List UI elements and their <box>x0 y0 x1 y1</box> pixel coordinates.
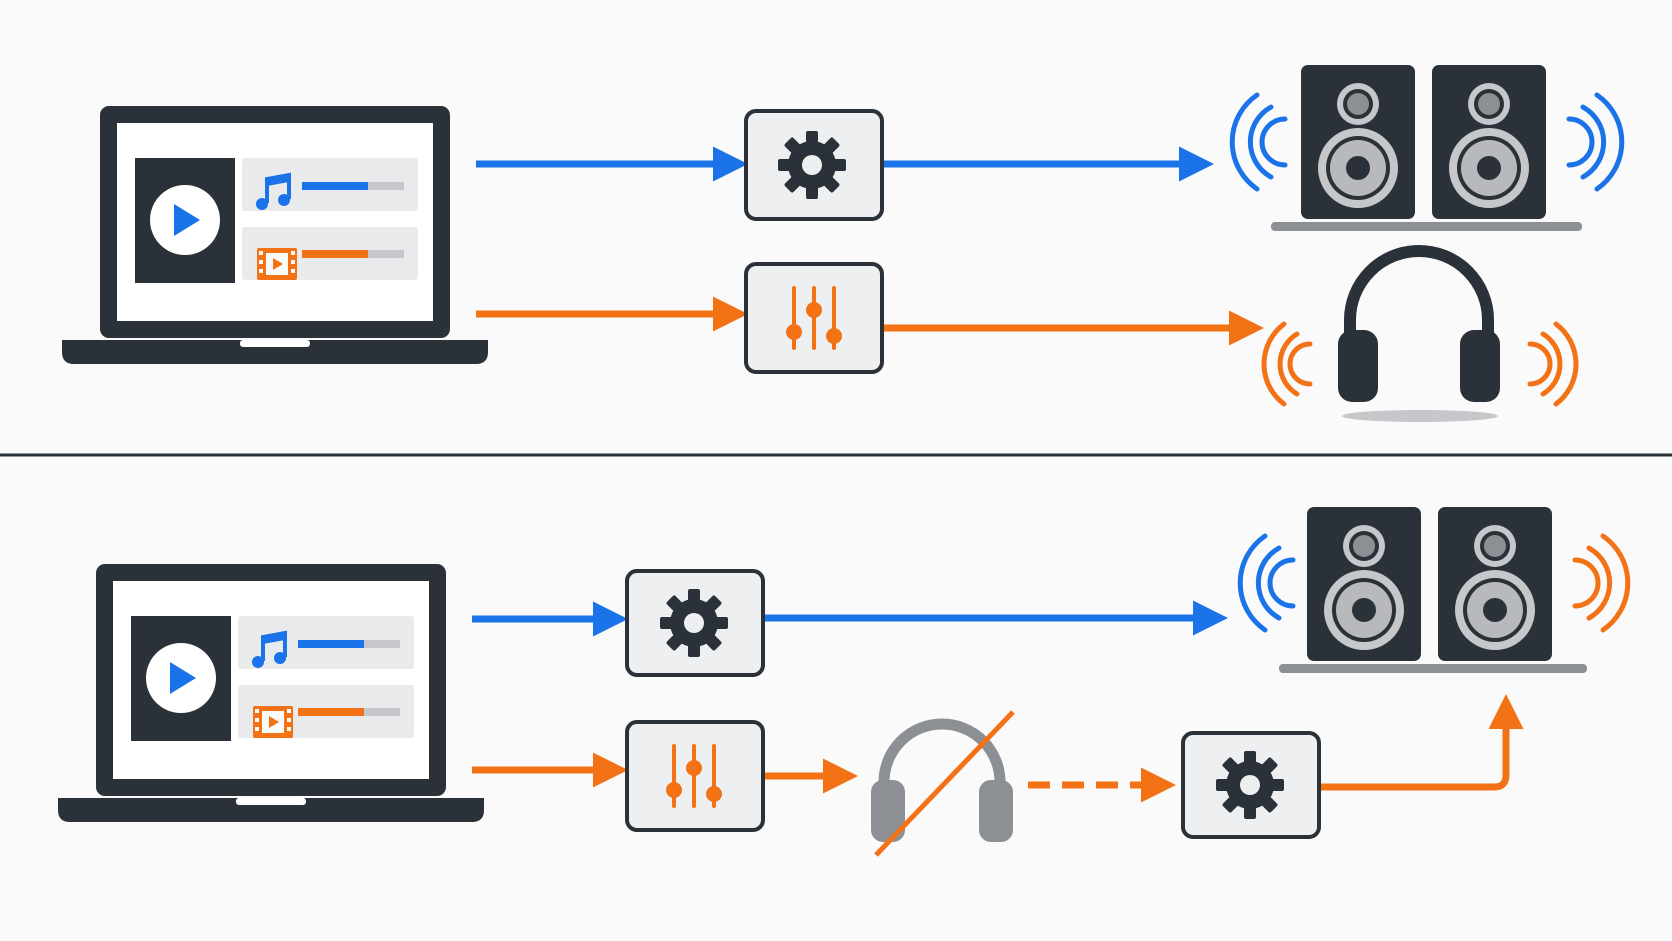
orange-to-speakers-arrow <box>1321 694 1524 791</box>
laptop <box>62 106 488 364</box>
sliders-processor-box <box>744 262 884 374</box>
sliders-processor-box <box>625 720 765 832</box>
sliders-icon <box>784 286 844 350</box>
gear-processor-box <box>625 569 765 677</box>
gear-processor-box <box>744 109 884 221</box>
headphones-icon <box>1261 245 1579 422</box>
sliders-icon <box>664 744 724 808</box>
film-icon <box>253 706 293 738</box>
gear-icon <box>660 589 728 657</box>
laptop <box>58 564 484 822</box>
speakers-icon <box>1229 65 1625 231</box>
headphones-disabled-icon <box>871 710 1015 857</box>
film-icon <box>257 248 297 280</box>
panel-top <box>62 65 1625 422</box>
fallback-gear-processor-box <box>1181 731 1321 839</box>
gear-icon <box>1216 751 1284 819</box>
speakers-icon <box>1237 507 1631 673</box>
panel-bottom <box>58 507 1631 857</box>
gear-icon <box>778 131 846 199</box>
